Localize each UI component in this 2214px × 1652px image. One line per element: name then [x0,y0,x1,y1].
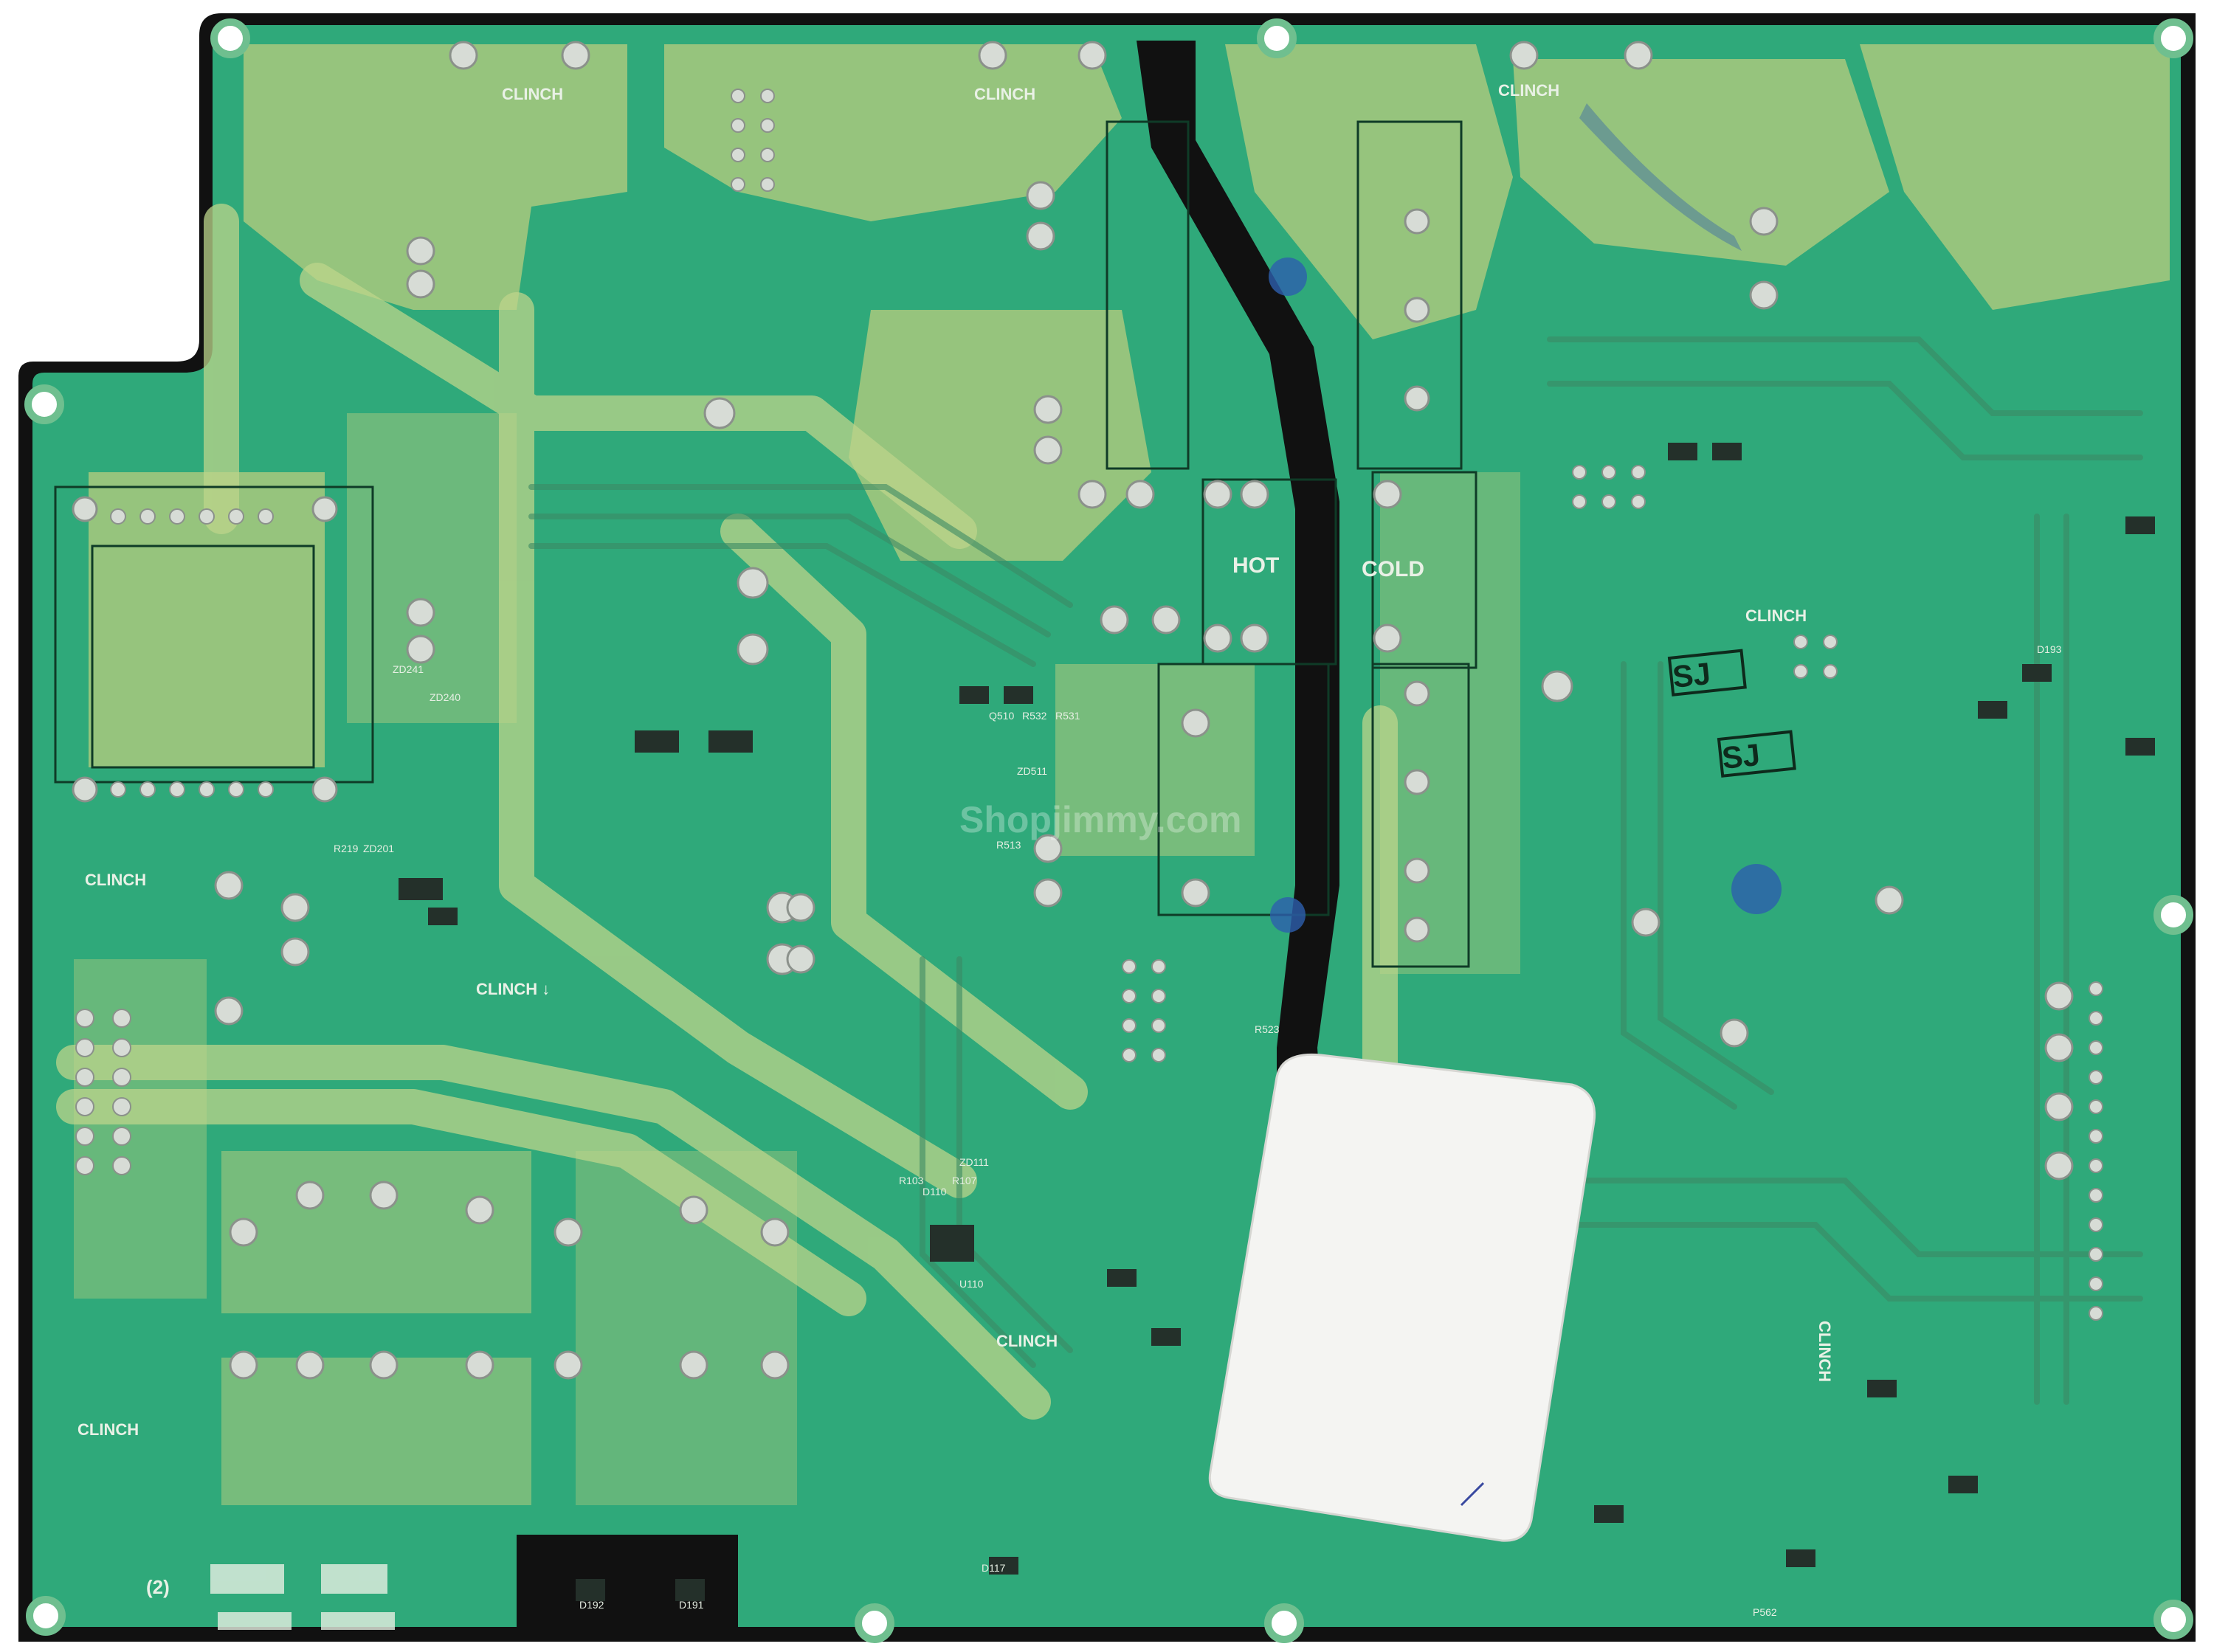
designator: R513 [996,839,1021,851]
clinch-label: CLINCH [974,85,1035,103]
designator: ZD111 [959,1156,989,1168]
bottom-notch [517,1535,738,1642]
designator: D110 [922,1186,947,1197]
designator: D191 [679,1599,704,1611]
designator: U110 [959,1278,984,1290]
board-number-label: (2) [146,1576,170,1598]
clinch-label: CLINCH [996,1332,1058,1350]
designator: R531 [1055,710,1080,722]
designator: R103 [899,1175,924,1186]
designator: D192 [579,1599,604,1611]
designator: R532 [1022,710,1047,722]
tht-pads-large [72,41,2074,1380]
smd-components [399,443,2155,1601]
paper-label [1208,1053,1596,1542]
inspection-stamp: SJ [1720,737,1762,775]
bottom-silk-blocks [210,1564,395,1630]
cold-zone-label: COLD [1362,557,1424,581]
designator: ZD240 [430,691,461,703]
designator: ZD201 [363,843,394,854]
clinch-label: CLINCH [1745,606,1807,625]
designator-labels: R219 ZD201 ZD241 ZD240 Q510 R532 R531 ZD… [334,643,2062,1618]
inspection-stamp: SJ [1671,656,1712,694]
silkscreen-labels: CLINCH CLINCH CLINCH CLINCH CLINCH ↓ CLI… [77,81,1834,1598]
tht-pad-rows [75,89,2103,1321]
designator: R523 [1255,1023,1280,1035]
clinch-label: CLINCH ↓ [476,980,550,998]
designator: R219 [334,843,359,854]
isolation-slot [1137,41,1339,1254]
designator: P562 [1753,1606,1777,1618]
designator: D193 [2037,643,2062,655]
clinch-label: CLINCH [1815,1321,1834,1382]
clinch-label: CLINCH [1498,81,1559,100]
designator: D117 [982,1562,1006,1574]
component-outlines [54,120,1477,968]
signal-traces [528,336,2143,1405]
designator: R107 [952,1175,977,1186]
watermark-text: Shopjimmy.com [959,799,1241,840]
hot-zone-label: HOT [1232,553,1279,578]
clinch-label: CLINCH [77,1420,139,1439]
designator: ZD241 [393,663,424,675]
designator: Q510 [989,710,1014,722]
ink-marks [1269,103,1782,933]
clinch-label: CLINCH [85,871,146,889]
clinch-label: CLINCH [502,85,563,103]
designator: ZD511 [1017,765,1047,777]
mounting-holes [24,18,2193,1643]
